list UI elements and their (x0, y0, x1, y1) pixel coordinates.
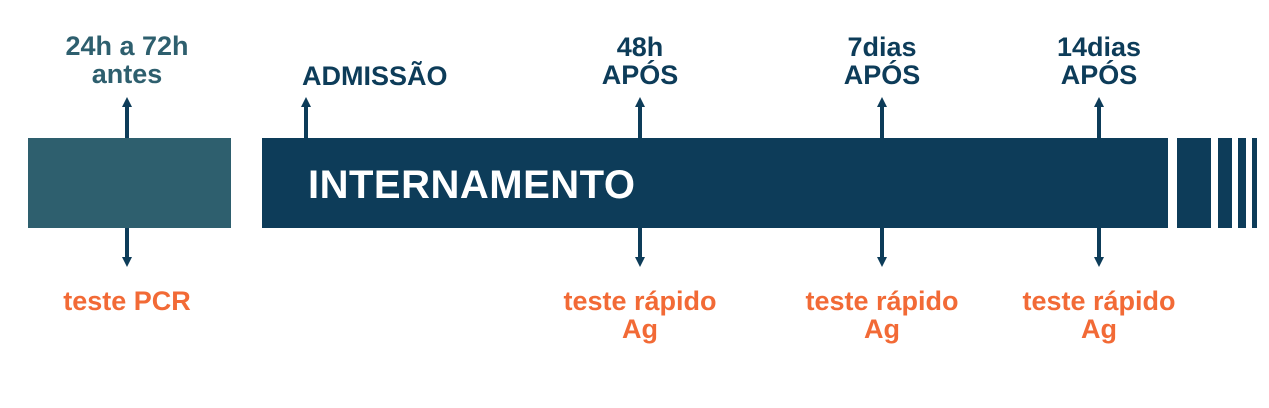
label-line: 48h (616, 32, 664, 62)
label-line: Ag (1081, 314, 1117, 344)
label-line: Ag (864, 314, 900, 344)
label-line: APÓS (601, 60, 679, 90)
label-line: Ag (622, 314, 658, 344)
label-bottom-7d: teste rápido Ag (782, 287, 982, 343)
bar-label: INTERNAMENTO (308, 163, 636, 207)
label-line: 7dias (847, 32, 917, 62)
label-line: teste rápido (563, 286, 717, 316)
label-top-14d: 14dias APÓS (1029, 33, 1169, 89)
label-bottom-14d: teste rápido Ag (999, 287, 1199, 343)
label-line: teste PCR (63, 286, 191, 316)
hospitalization-bar (262, 138, 1168, 228)
label-line: 24h a 72h (65, 31, 189, 61)
label-top-admission: ADMISSÃO (302, 62, 448, 90)
label-top-7d: 7dias APÓS (812, 33, 952, 89)
label-top-pre: 24h a 72h antes (27, 32, 227, 88)
label-top-48h: 48h APÓS (570, 33, 710, 89)
continuation-stripe-1 (1177, 138, 1211, 228)
label-line: teste rápido (805, 286, 959, 316)
continuation-stripe-3 (1238, 138, 1246, 228)
pre-admission-block (28, 138, 231, 228)
continuation-stripe-4 (1252, 138, 1257, 228)
continuation-stripe-2 (1218, 138, 1232, 228)
label-bottom-pre: teste PCR (27, 287, 227, 315)
label-line: 14dias (1056, 32, 1142, 62)
label-line: antes (91, 59, 163, 89)
label-line: APÓS (1060, 60, 1138, 90)
label-line: APÓS (843, 60, 921, 90)
label-line: ADMISSÃO (302, 61, 448, 91)
label-bottom-48h: teste rápido Ag (540, 287, 740, 343)
label-line: teste rápido (1022, 286, 1176, 316)
